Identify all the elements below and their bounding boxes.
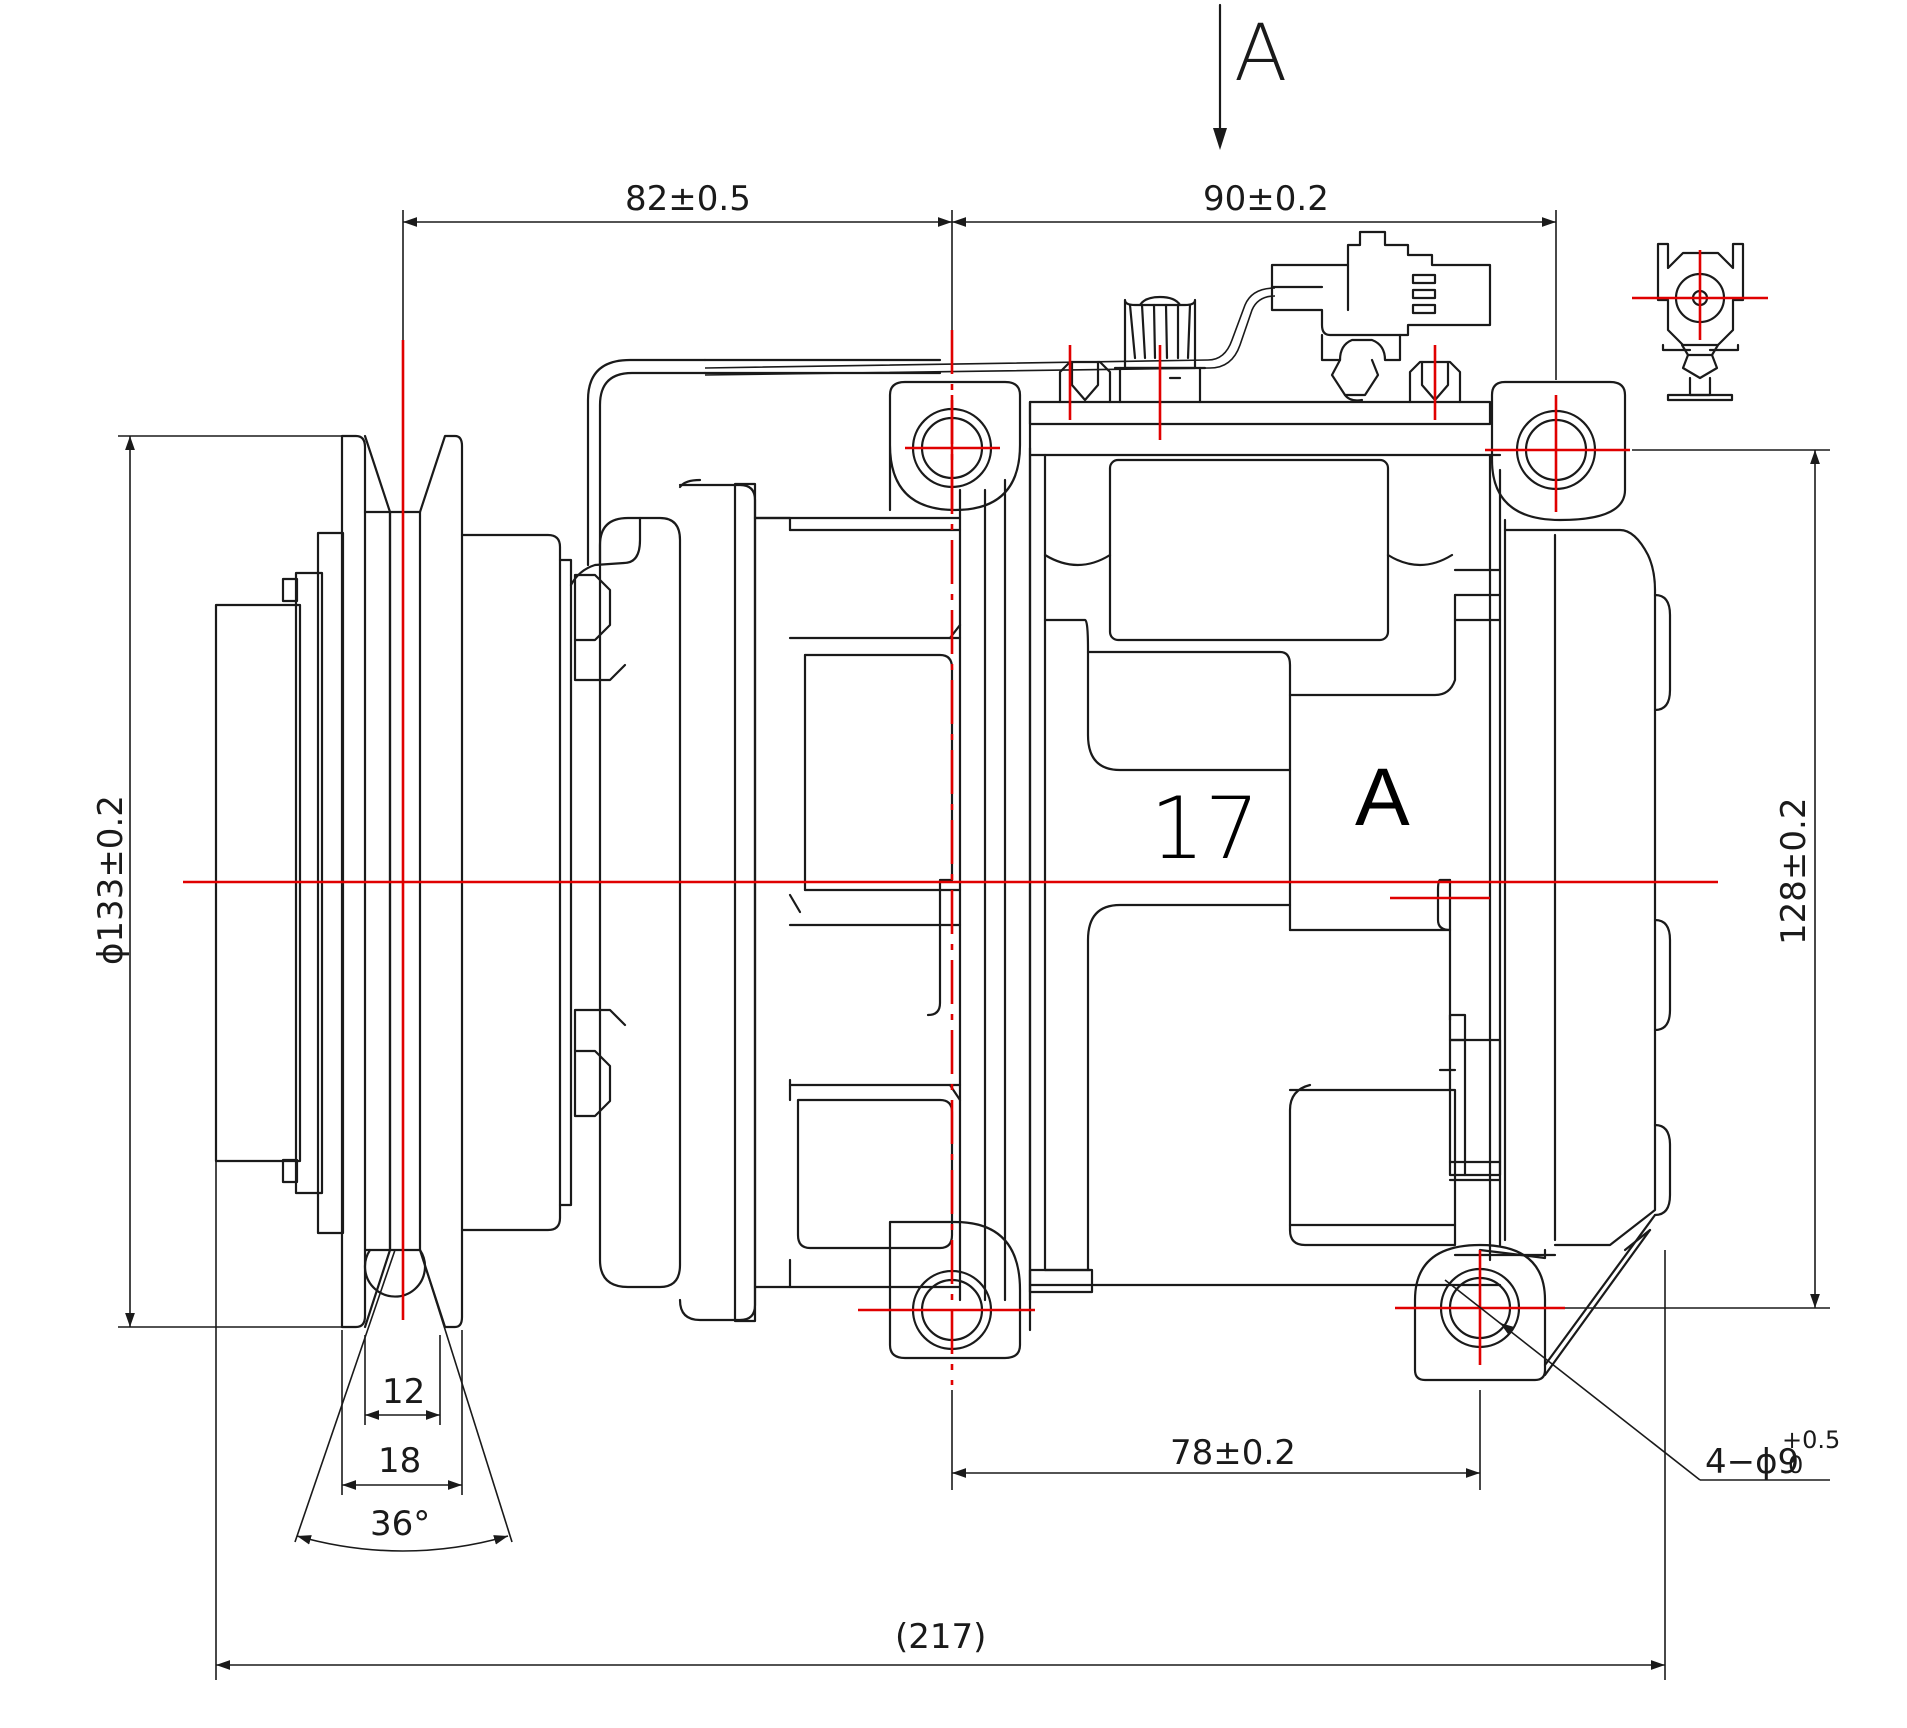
view-arrow-a: A — [1213, 3, 1287, 150]
view-label: A — [1234, 9, 1287, 99]
part-letter-label: A — [1355, 752, 1410, 843]
hole-tol-upper: +0.5 — [1782, 1426, 1840, 1454]
dim-133-label: ϕ133±0.2 — [91, 795, 131, 965]
rear-head — [1438, 453, 1672, 1377]
dim-12-label: 12 — [382, 1372, 425, 1412]
part-labels: 17 A — [1150, 752, 1410, 879]
middle-body — [753, 446, 1032, 1332]
dim-18-label: 18 — [378, 1441, 421, 1481]
cylinder-block — [1028, 400, 1502, 1302]
dim-78-label: 78±0.2 — [1170, 1433, 1296, 1473]
front-housing — [569, 358, 757, 1323]
hole-tol-lower: 0 — [1788, 1451, 1803, 1479]
solenoid-connector — [703, 230, 1492, 404]
dim-36-label: 36° — [370, 1504, 430, 1544]
dim-90-label: 90±0.2 — [1203, 179, 1329, 219]
dimension-labels: 82±0.5 90±0.2 ϕ133±0.2 128±0.2 78±0.2 (2… — [91, 179, 1840, 1657]
part-number-label: 17 — [1150, 779, 1259, 879]
hole-spec-label: 4−ϕ9 — [1705, 1442, 1799, 1482]
dim-217-label: (217) — [895, 1617, 986, 1657]
dim-82-label: 82±0.5 — [625, 179, 751, 219]
dimension-lines — [118, 210, 1830, 1680]
centerlines — [183, 250, 1768, 1385]
dim-128-label: 128±0.2 — [1774, 798, 1814, 945]
